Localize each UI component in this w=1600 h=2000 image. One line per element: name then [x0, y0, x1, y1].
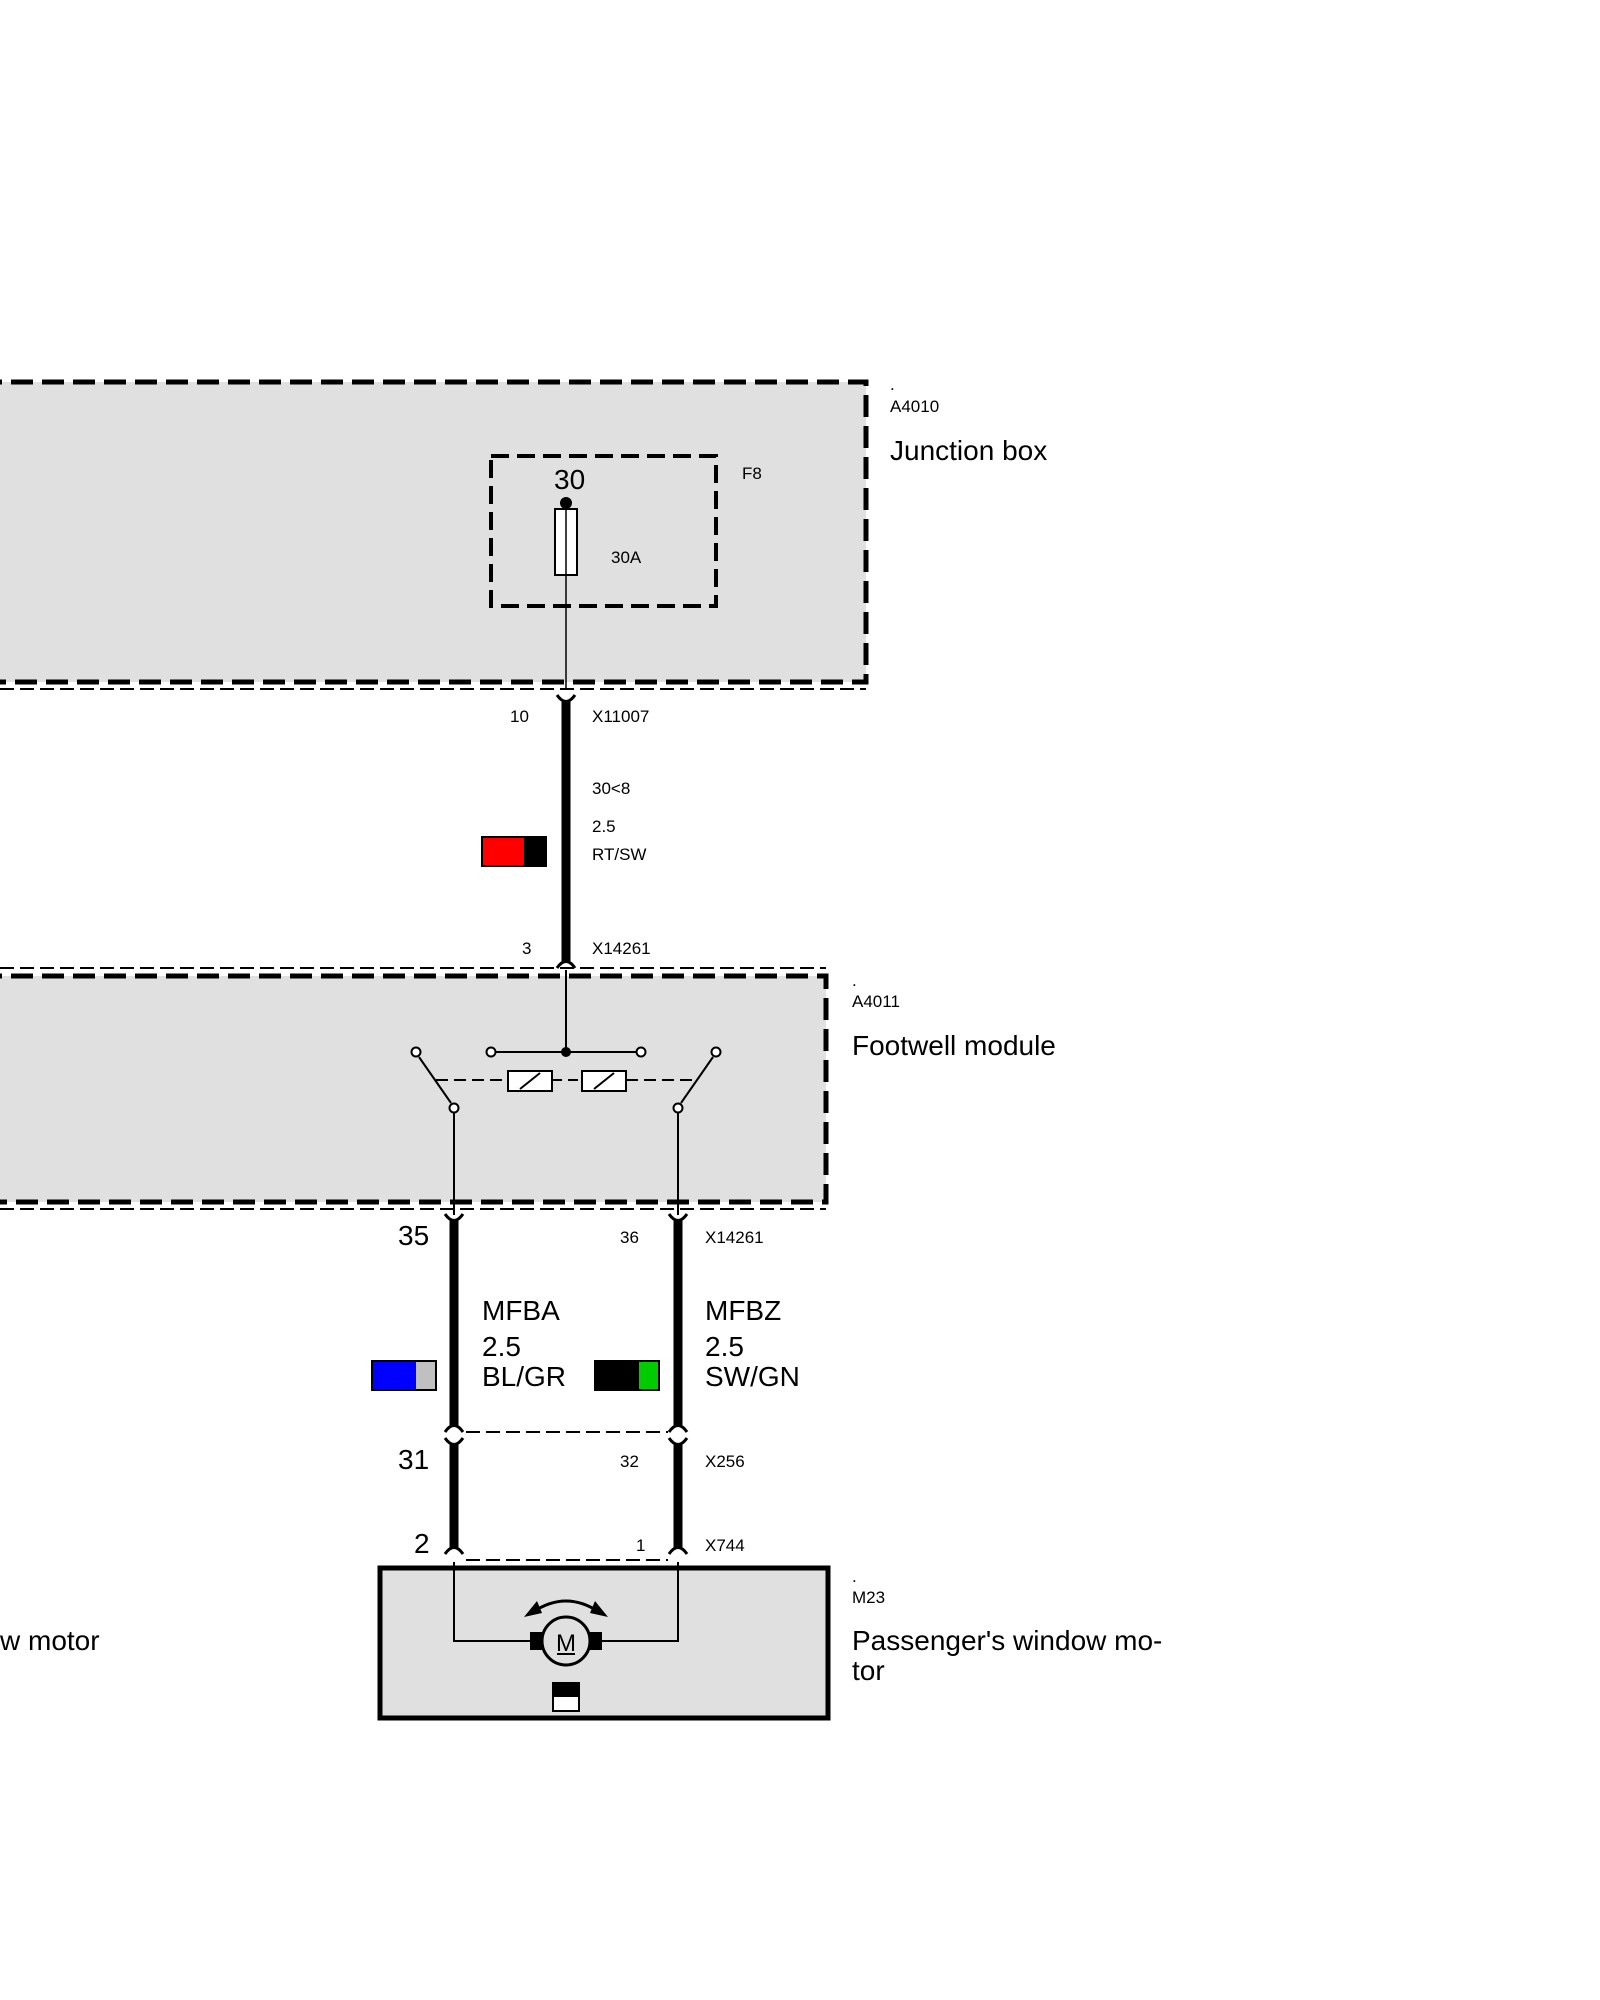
pin-label: 36 — [620, 1228, 639, 1247]
fuse-rating: 30A — [611, 548, 642, 567]
circuit-label: 30<8 — [592, 779, 630, 798]
footwell-module: . A4011 Footwell module — [0, 967, 1056, 1210]
fuse-id: F8 — [742, 464, 762, 483]
signal-label: MFBA — [482, 1295, 560, 1326]
gauge-label: 2.5 — [482, 1331, 521, 1362]
gauge-label: 2.5 — [592, 817, 616, 836]
pin-label: 10 — [510, 707, 529, 726]
pin-label: 2 — [414, 1528, 430, 1559]
footwell-id: A4011 — [852, 992, 900, 1011]
relay-switch-icon — [410, 970, 722, 1215]
connector-icon — [667, 1546, 689, 1555]
pin-label: 3 — [522, 939, 531, 958]
connector-icon — [555, 960, 577, 969]
connector-icon — [667, 1424, 689, 1433]
motor-dot: . — [852, 1567, 857, 1586]
color-label: SW/GN — [705, 1361, 800, 1392]
pin-label: 32 — [620, 1452, 639, 1471]
footwell-dot: . — [852, 971, 857, 990]
wire-mfba: 35 MFBA 2.5 BL/GR 31 2 — [371, 1213, 566, 1559]
motor-name-line1: Passenger's window mo- — [852, 1625, 1162, 1656]
adjacent-motor-label: w motor — [0, 1625, 100, 1656]
color-label: BL/GR — [482, 1361, 566, 1392]
footwell-name: Footwell module — [852, 1030, 1056, 1061]
window-motor: . M23 Passenger's window mo- tor w motor — [0, 1565, 1162, 1721]
motor-icon: M — [453, 1562, 679, 1712]
color-label: RT/SW — [592, 845, 646, 864]
connector-label: X14261 — [705, 1228, 764, 1247]
motor-id: M23 — [852, 1588, 885, 1607]
connector-label: X11007 — [592, 707, 649, 726]
pin-label: 31 — [398, 1444, 429, 1475]
junction-box-dot: . — [890, 375, 895, 394]
fuse-f8: F8 30 30A — [489, 454, 762, 690]
fuse-terminal: 30 — [554, 464, 585, 495]
junction-box: . A4010 Junction box — [0, 375, 1047, 690]
gauge-label: 2.5 — [705, 1331, 744, 1362]
wire-color-swatch — [371, 1360, 437, 1391]
connector-icon — [667, 1437, 689, 1446]
wire-color-swatch — [594, 1360, 660, 1391]
connector-icon — [443, 1424, 465, 1433]
pin-label: 35 — [398, 1220, 429, 1251]
connector-icon — [443, 1546, 465, 1555]
wire-color-swatch — [481, 836, 547, 867]
signal-label: MFBZ — [705, 1295, 781, 1326]
fuse-terminal-dot — [560, 497, 572, 509]
connector-icon — [443, 1437, 465, 1446]
junction-box-id: A4010 — [890, 397, 939, 416]
pin-label: 1 — [636, 1536, 645, 1555]
motor-name-line2: tor — [852, 1655, 885, 1686]
wire-30-8: 10 X11007 30<8 2.5 RT/SW 3 X14261 — [481, 694, 651, 969]
connector-label: X744 — [705, 1536, 745, 1555]
connector-label: X256 — [705, 1452, 745, 1471]
junction-box-name: Junction box — [890, 435, 1047, 466]
motor-letter: M — [556, 1630, 576, 1657]
connector-label: X14261 — [592, 939, 651, 958]
wire-mfbz: 36 X14261 MFBZ 2.5 SW/GN 32 X256 1 X744 — [594, 1213, 800, 1555]
